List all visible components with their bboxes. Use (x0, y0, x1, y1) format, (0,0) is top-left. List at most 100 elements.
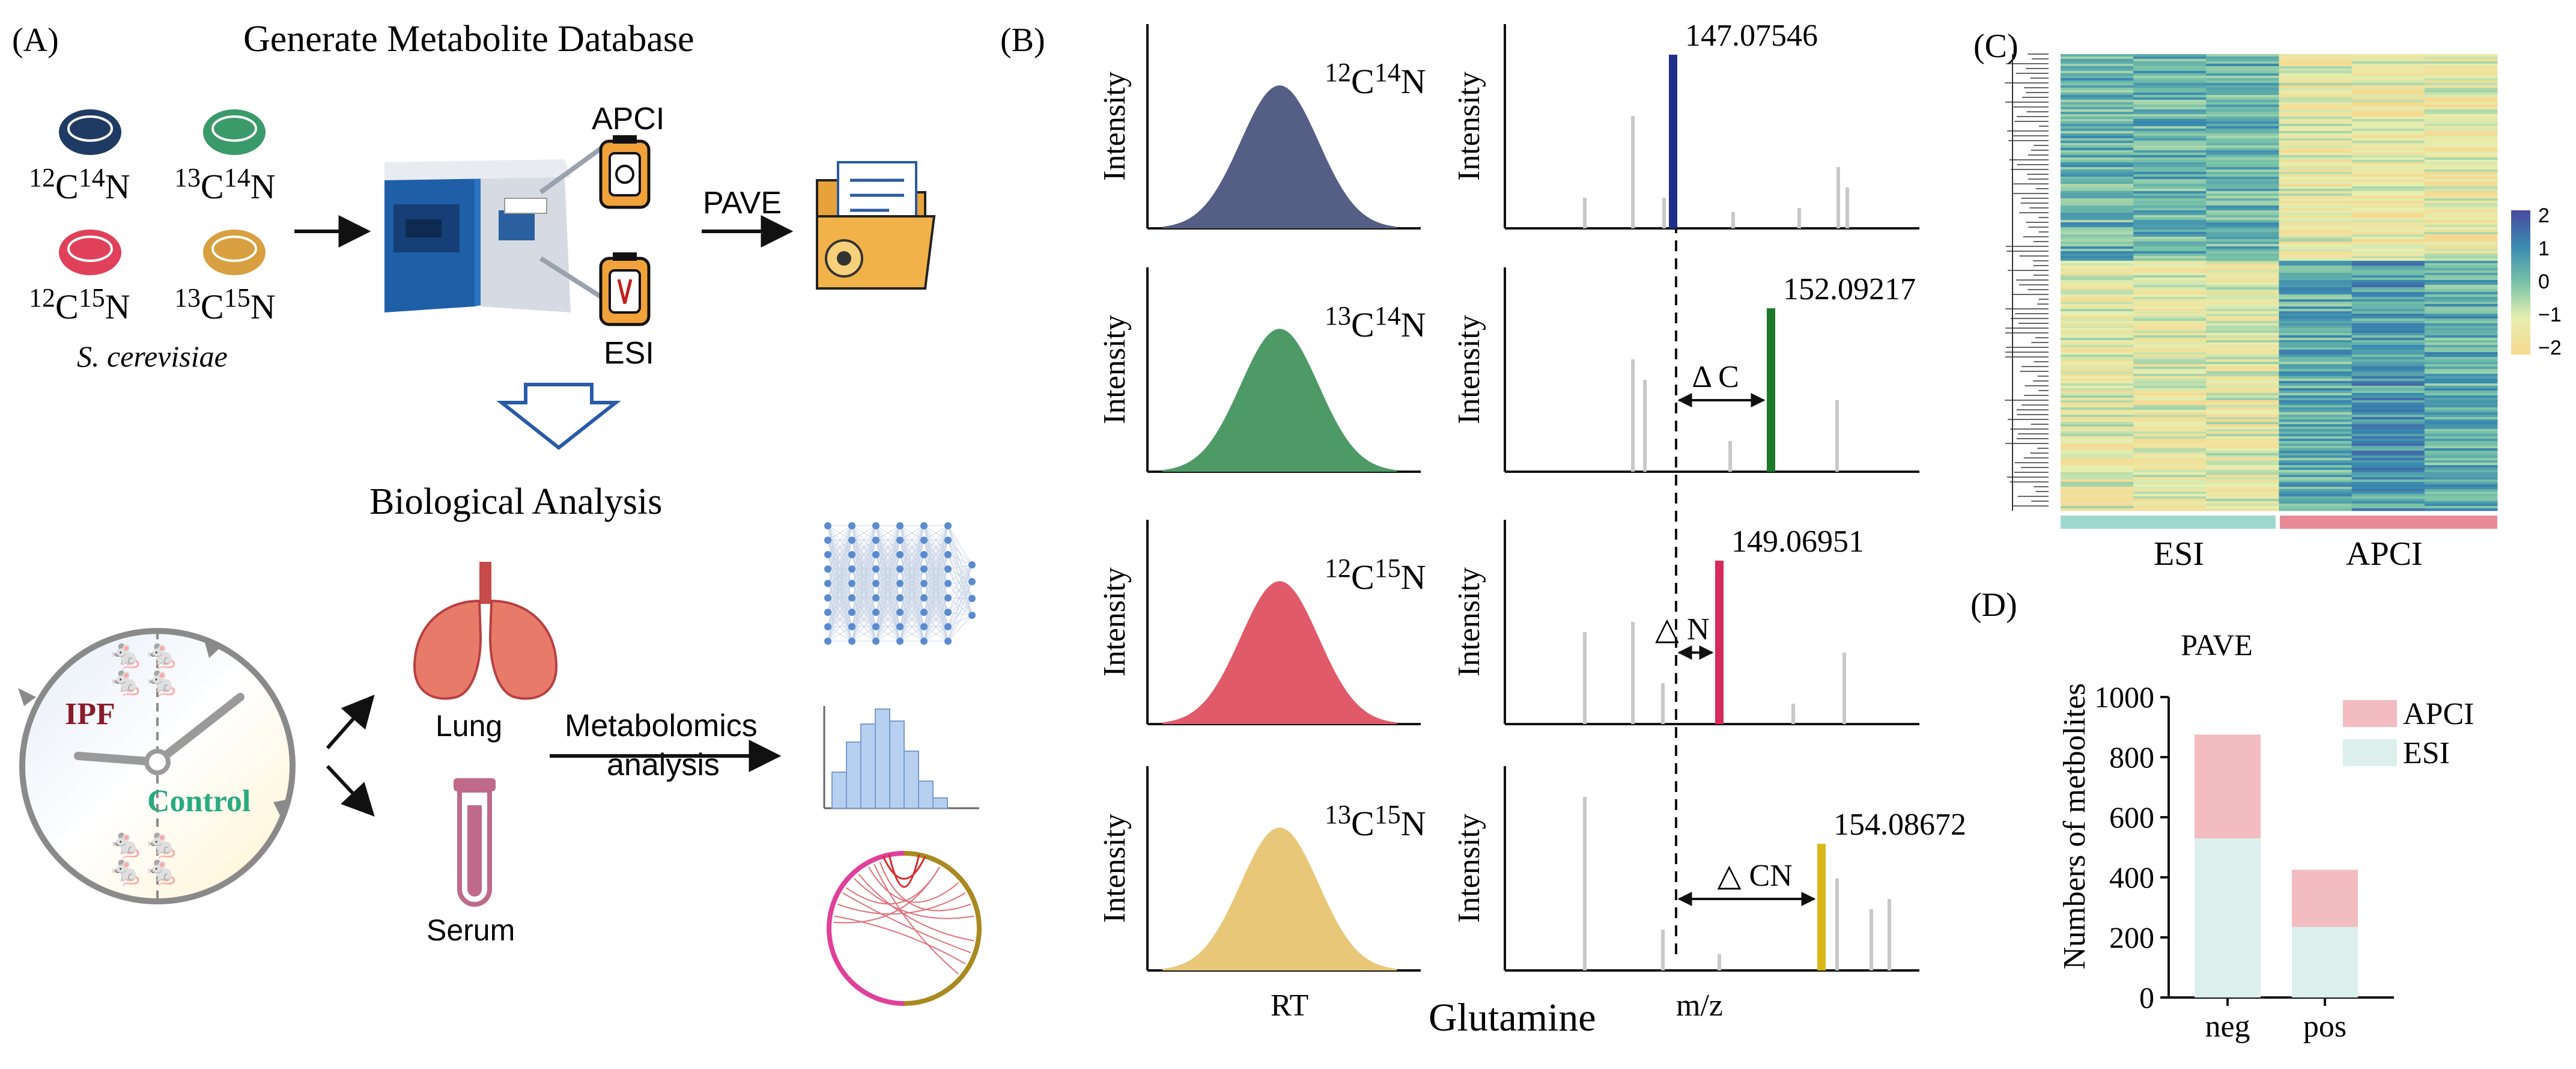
heatmap-cell (2279, 90, 2353, 93)
heatmap-cell (2061, 294, 2134, 297)
heatmap-cell (2206, 340, 2279, 343)
heatmap-cell (2206, 237, 2279, 240)
heatmap-cell (2279, 472, 2353, 475)
nn-edge (851, 525, 876, 541)
heatmap-cell (2424, 78, 2498, 81)
heatmap-cell (2424, 345, 2498, 348)
heatmap-cell (2206, 210, 2279, 213)
heatmap-cell (2279, 376, 2353, 379)
heatmap-cell (2133, 266, 2207, 269)
heatmap-cell (2279, 285, 2353, 288)
nn-node (848, 537, 855, 544)
heatmap-cell (2133, 371, 2207, 374)
nn-edge (947, 568, 973, 616)
heatmap-cell (2424, 306, 2498, 309)
nn-node (896, 594, 904, 602)
panel-label-b: (B) (1000, 22, 1045, 59)
colorbar-tick: 1 (2538, 237, 2550, 260)
heatmap-cell (2133, 61, 2207, 64)
chord-link (858, 873, 974, 942)
isotope-label-part: C (1351, 558, 1375, 597)
nn-edge (923, 612, 949, 642)
heatmap-cell (2351, 496, 2425, 499)
heatmap-cell (2206, 181, 2279, 184)
panel-label-c: (C) (1973, 28, 2019, 65)
heatmap-cell (2133, 107, 2207, 110)
heatmap-cell (2351, 419, 2425, 422)
heatmap-cell (2351, 198, 2425, 201)
bar-segment-esi (2195, 838, 2261, 997)
heatmap-cell (2206, 266, 2279, 269)
heatmap-cell (2206, 167, 2279, 170)
nn-node (872, 609, 879, 616)
heatmap-cell (2061, 263, 2134, 266)
heatmap-cell (2351, 492, 2425, 495)
nn-node (968, 578, 976, 585)
heatmap-cell (2351, 109, 2425, 112)
heatmap-cell (2061, 316, 2134, 319)
chord-link (868, 866, 959, 903)
chromatogram-ylabel: Intensity (1098, 315, 1132, 424)
heatmap-cell (2279, 422, 2353, 425)
heatmap-cell (2351, 249, 2425, 252)
heatmap-cell (2061, 258, 2134, 261)
heatmap-cell (2061, 350, 2134, 353)
heatmap-cell (2133, 239, 2207, 242)
nn-node (968, 595, 976, 602)
heatmap-cell (2206, 355, 2279, 358)
heatmap-cell (2061, 239, 2134, 242)
heatmap-cell (2061, 206, 2134, 209)
heatmap-cell (2424, 251, 2498, 254)
down-arrow-icon (496, 383, 621, 450)
heatmap-cell (2351, 299, 2425, 302)
heatmap-cell (2133, 210, 2207, 213)
nn-node (896, 551, 904, 558)
heatmap-cell (2206, 273, 2279, 276)
heatmap-cell (2061, 242, 2134, 245)
heatmap-cell (2279, 251, 2353, 254)
heatmap-cell (2061, 157, 2134, 160)
heatmap-cell (2206, 203, 2279, 206)
heatmap-cell (2133, 93, 2207, 96)
heatmap-cell (2133, 391, 2207, 394)
heatmap-cell (2424, 150, 2498, 153)
heatmap-cell (2279, 220, 2353, 223)
heatmap-cell (2206, 93, 2279, 96)
heatmap-cell (2206, 97, 2279, 100)
heatmap-cell (2061, 198, 2134, 201)
chart-y-tick-label: 600 (2109, 800, 2154, 834)
heatmap-cell (2206, 213, 2279, 216)
heatmap-cell (2133, 203, 2207, 206)
heatmap-cell (2133, 133, 2207, 136)
heatmap-cell (2424, 299, 2498, 302)
isotope-label: 12C14N (1325, 58, 1426, 101)
heatmap-cell (2061, 215, 2134, 218)
heatmap-cell (2206, 234, 2279, 237)
heatmap-cell (2351, 225, 2425, 228)
heatmap-cell (2351, 237, 2425, 240)
heatmap-cell (2424, 54, 2498, 57)
spectrum-ylabel: Intensity (1452, 72, 1486, 181)
heatmap-cell (2279, 225, 2353, 228)
isotope-label-part: 14 (1375, 301, 1401, 330)
heatmap-cell (2206, 287, 2279, 290)
strain-el-c: C (201, 287, 224, 326)
heatmap-cell (2133, 388, 2207, 391)
heatmap-cell (2351, 472, 2425, 475)
heatmap-cell (2206, 330, 2279, 333)
heatmap-cell (2351, 220, 2425, 223)
heatmap-cell (2351, 338, 2425, 341)
heatmap-cell (2424, 198, 2498, 201)
heatmap-cell (2351, 206, 2425, 209)
heatmap-cell (2061, 136, 2134, 139)
heatmap-cell (2206, 124, 2279, 127)
heatmap-cell (2279, 114, 2353, 117)
heatmap-cell (2424, 407, 2498, 410)
heatmap-cell (2061, 321, 2134, 324)
heatmap-cell (2351, 501, 2425, 504)
heatmap-cell (2424, 451, 2498, 454)
heatmap-cell (2424, 297, 2498, 300)
heatmap-cell (2279, 299, 2353, 302)
heatmap-cell (2133, 451, 2207, 454)
heatmap-cell (2279, 244, 2353, 247)
